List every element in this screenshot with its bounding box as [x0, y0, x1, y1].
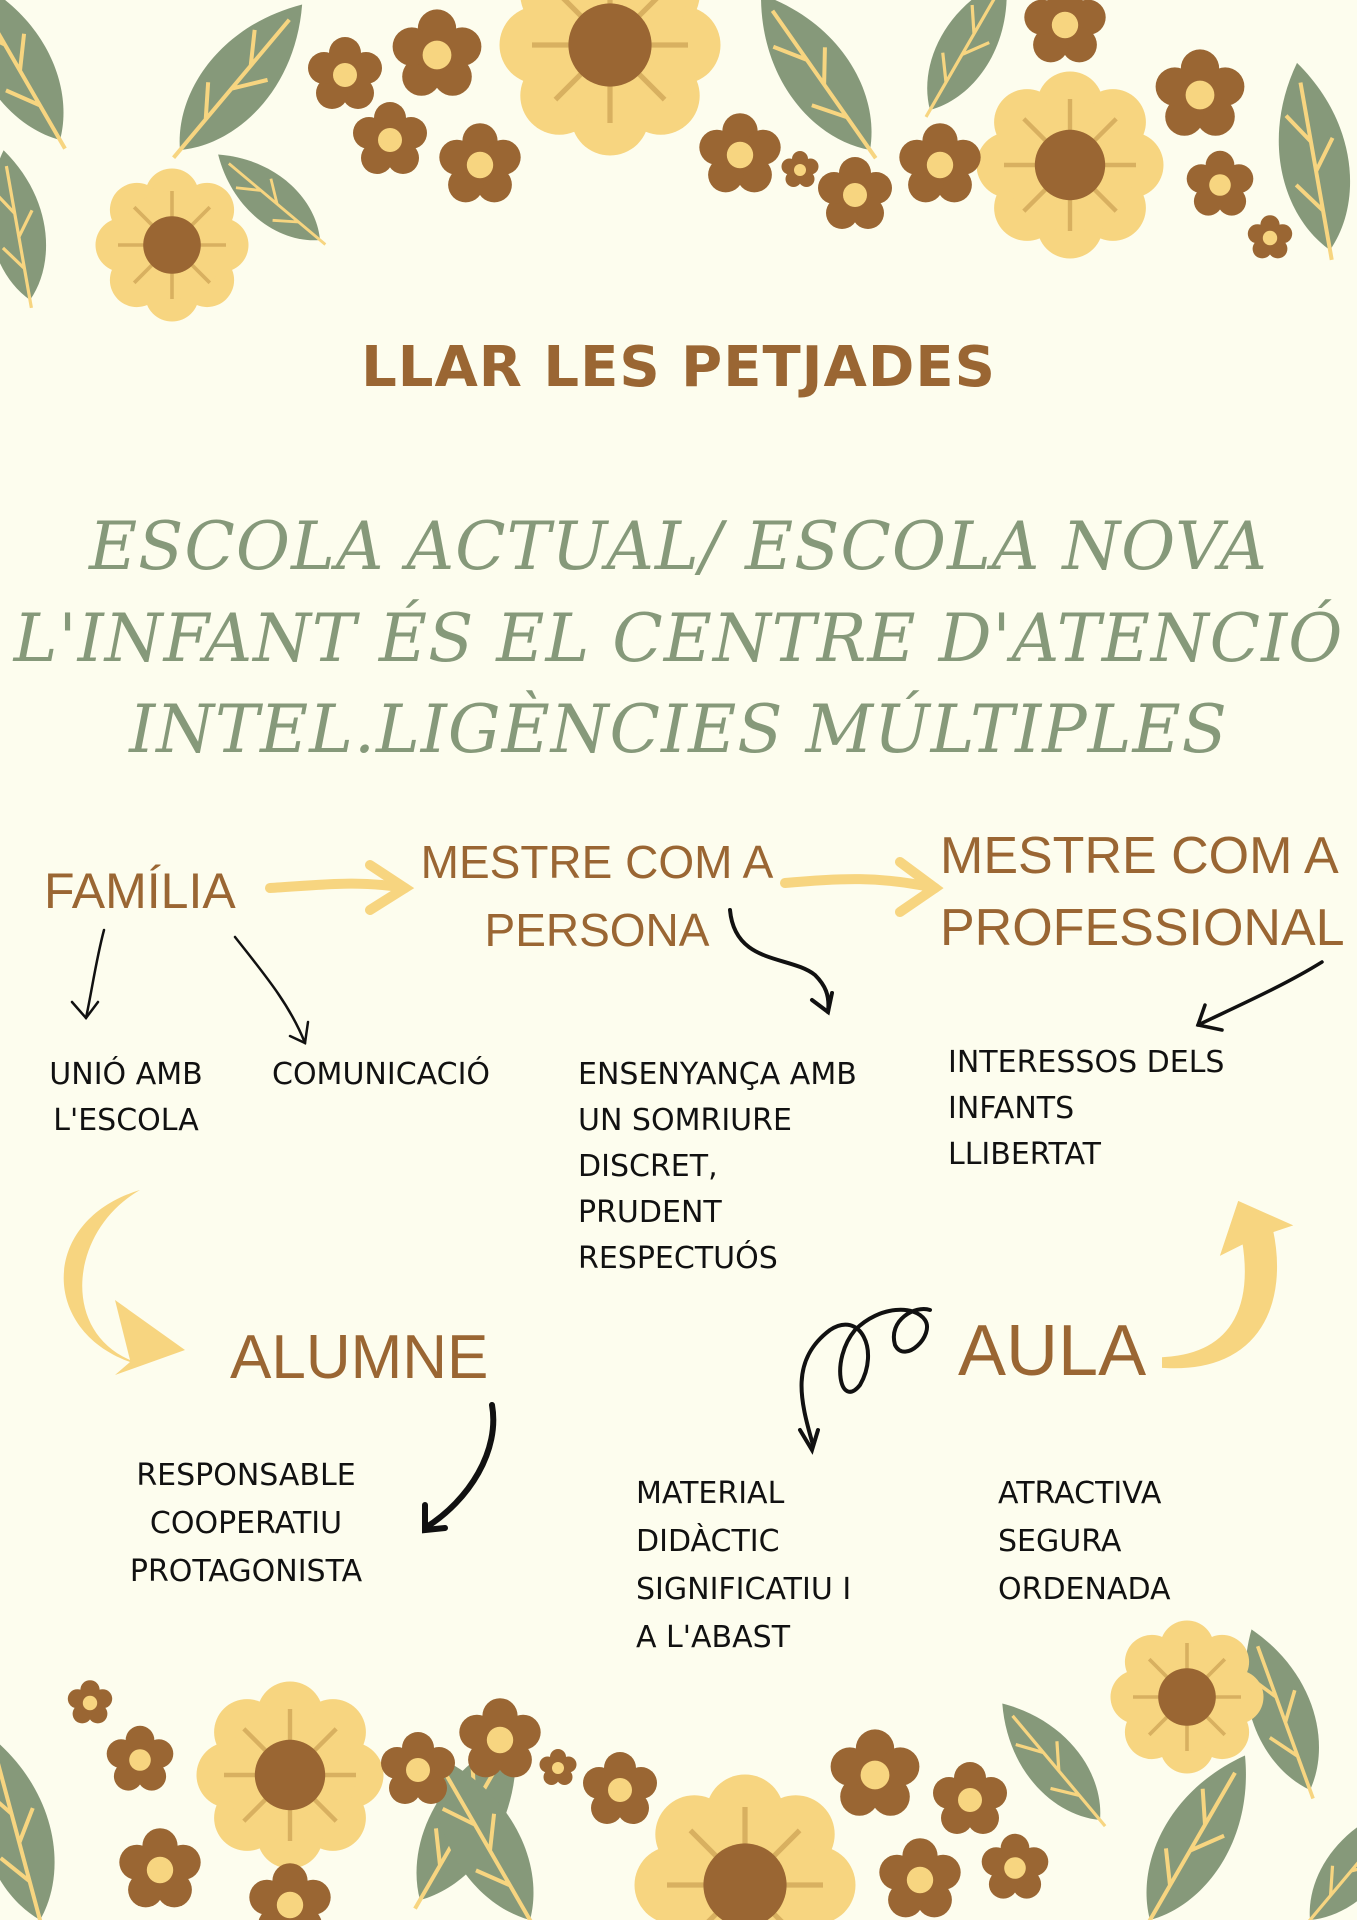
text-line: INFANTS: [948, 1091, 1075, 1126]
text-line: UN SOMRIURE: [578, 1103, 792, 1138]
familia-label: FAMÍLIA: [44, 863, 236, 919]
mestre-professional-line-1: MESTRE COM A: [940, 827, 1339, 885]
mestre-persona-line-1: MESTRE COM A: [420, 836, 774, 888]
mestre-persona-line-2: PERSONA: [484, 904, 710, 956]
text-line: RESPONSABLE: [136, 1458, 356, 1493]
text-line: MATERIAL: [636, 1476, 785, 1511]
text-line: COOPERATIU: [149, 1506, 343, 1541]
familia-item-unio: UNIÓ AMB L'ESCOLA: [36, 1052, 216, 1144]
mestre-professional-label: MESTRE COM A PROFESSIONAL: [940, 820, 1345, 964]
familia-item-comunicacio: COMUNICACIÓ: [272, 1057, 491, 1092]
aula-quality-items: ATRACTIVA SEGURA ORDENADA: [998, 1470, 1171, 1614]
text-line: SIGNIFICATIU I: [636, 1572, 852, 1607]
arrow-familia-to-persona: [265, 860, 415, 915]
page-title: LLAR LES PETJADES: [361, 335, 996, 400]
subtitle-line-2: L'INFANT ÉS EL CENTRE D'ATENCIÓ: [13, 600, 1344, 677]
text-line: LLIBERTAT: [948, 1137, 1101, 1172]
text-line: L'ESCOLA: [53, 1103, 199, 1138]
subtitle-line-1: ESCOLA ACTUAL/ ESCOLA NOVA: [89, 508, 1268, 585]
text-line: A L'ABAST: [636, 1620, 791, 1655]
text-line: ORDENADA: [998, 1572, 1171, 1607]
alumne-label: ALUMNE: [230, 1323, 489, 1392]
text-line: PROTAGONISTA: [129, 1554, 363, 1589]
text-line: DISCRET,: [578, 1149, 718, 1184]
mestre-professional-items: INTERESSOS DELS INFANTS LLIBERTAT: [948, 1040, 1224, 1178]
mestre-professional-line-2: PROFESSIONAL: [940, 899, 1345, 957]
text-line: DIDÀCTIC: [636, 1524, 780, 1559]
aula-label: AULA: [958, 1311, 1147, 1391]
mestre-persona-items: ENSENYANÇA AMB UN SOMRIURE DISCRET, PRUD…: [578, 1052, 857, 1282]
arrow-familia-to-alumne: [63, 1190, 185, 1375]
text-line: SEGURA: [998, 1524, 1122, 1559]
text-line: PRUDENT: [578, 1195, 722, 1230]
text-line: UNIÓ AMB: [49, 1057, 203, 1092]
text-line: RESPECTUÓS: [578, 1241, 778, 1276]
text-line: ATRACTIVA: [998, 1476, 1162, 1511]
text-line: ENSENYANÇA AMB: [578, 1057, 857, 1092]
mestre-persona-label: MESTRE COM A PERSONA: [417, 828, 777, 964]
arrow-aula-to-professional: [1162, 1200, 1294, 1369]
alumne-items: RESPONSABLE COOPERATIU PROTAGONISTA: [96, 1452, 396, 1596]
subtitle-line-3: INTEL.LIGÈNCIES MÚLTIPLES: [129, 691, 1228, 768]
arrow-persona-to-professional: [780, 857, 944, 917]
aula-material-items: MATERIAL DIDÀCTIC SIGNIFICATIU I A L'ABA…: [636, 1470, 851, 1662]
text-line: INTERESSOS DELS: [948, 1045, 1225, 1080]
